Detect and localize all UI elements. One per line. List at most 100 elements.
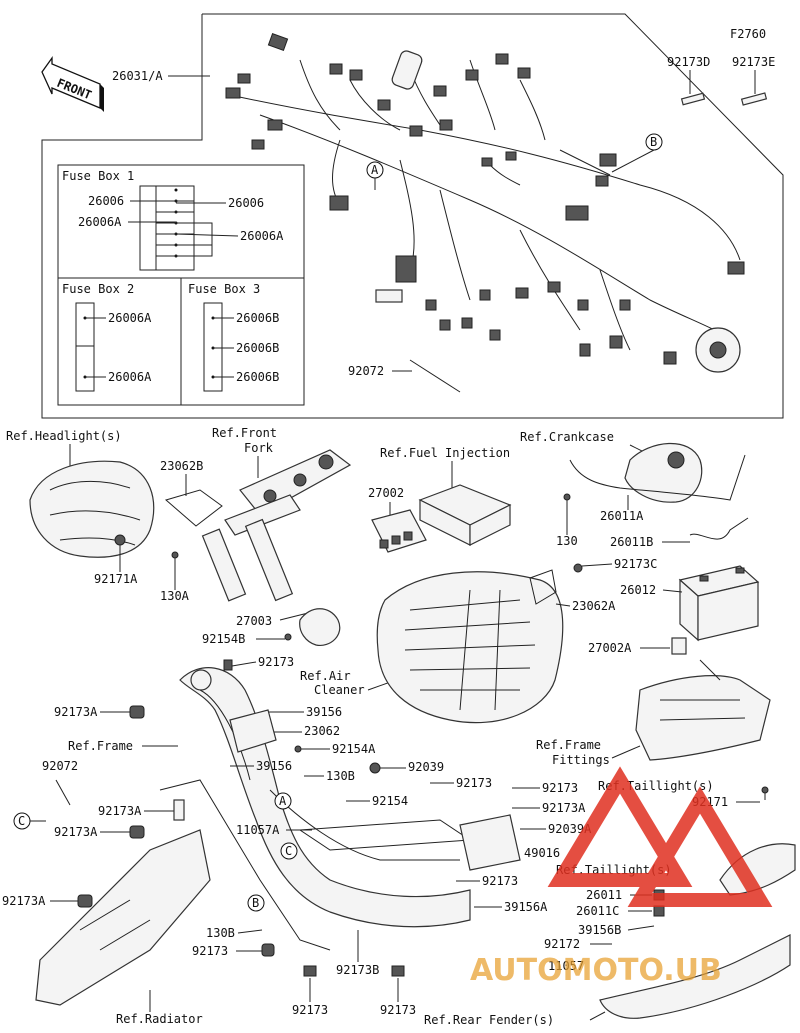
ref-crankcase: Ref.Crankcase (520, 430, 614, 444)
fuse-box-3-title: Fuse Box 3 (188, 282, 260, 296)
ref-frame-fittings-2: Fittings (552, 753, 610, 767)
diagram-code: F2760 (730, 27, 766, 41)
callout-27002: 27002 (368, 486, 404, 500)
callout-92173-g: 92173 (380, 1003, 416, 1017)
battery-26012 (678, 565, 760, 642)
band-92173e (740, 92, 768, 106)
fuse-box-1-block (139, 185, 195, 271)
callout-130b: 130B (326, 769, 355, 783)
svg-text:B: B (252, 896, 259, 910)
clip-92173c (573, 563, 583, 573)
callout-92173a-5: 92173A (2, 894, 46, 908)
clamp-92173a-3 (173, 799, 185, 821)
callout-26011c: 26011C (576, 904, 619, 918)
ecu-box (418, 484, 512, 546)
cable-26011b (689, 517, 749, 540)
ref-air-cleaner-2: Cleaner (314, 683, 365, 697)
crankcase-part (624, 442, 703, 503)
fuse-box-1-label-2: 26006A (78, 215, 122, 229)
air-cleaner-housing (376, 571, 564, 724)
ref-radiator: Ref.Radiator (116, 1012, 203, 1026)
callout-92171a: 92171A (94, 572, 138, 586)
svg-text:AUTOMOTO.UB: AUTOMOTO.UB (470, 953, 722, 988)
marker-c-left: C (13, 812, 46, 830)
grommet-92171a (114, 534, 126, 546)
fuse-box-1-label-1: 26006 (88, 194, 124, 208)
callout-39156a: 39156A (504, 900, 548, 914)
callout-39156-2: 39156 (256, 759, 292, 773)
callout-11057a: 11057A (236, 823, 280, 837)
bracket-23062 (229, 709, 277, 753)
clamp-92173a-1 (129, 705, 145, 719)
ref-fuel-injection: Ref.Fuel Injection (380, 446, 510, 460)
bolt-92154b (284, 633, 292, 641)
callout-49016: 49016 (524, 846, 560, 860)
band-92173d (680, 92, 706, 106)
front-fork-assembly (201, 449, 352, 602)
callout-92173b: 92173B (336, 963, 379, 977)
tie-92072-top (409, 359, 461, 393)
fuse-box-2-label-1: 26006A (108, 311, 152, 325)
fuse-26011c (653, 905, 665, 917)
callout-39156-1: 39156 (306, 705, 342, 719)
ref-air-cleaner-1: Ref.Air (300, 669, 351, 683)
ref-frame-fittings-1: Ref.Frame (536, 738, 601, 752)
clamp-92173-e (261, 943, 275, 957)
callout-39156b: 39156B (578, 923, 621, 937)
svg-text:A: A (371, 163, 379, 177)
svg-text:A: A (279, 794, 287, 808)
callout-27002a: 27002A (588, 641, 632, 655)
callout-26011a: 26011A (600, 509, 644, 523)
marker-a-bottom: A (274, 792, 292, 810)
callout-92173-b: 92173 (456, 776, 492, 790)
marker-a-top: A (366, 161, 384, 190)
ref-frame: Ref.Frame (68, 739, 133, 753)
ref-rear-fender: Ref.Rear Fender(s) (424, 1013, 554, 1027)
fuse-box-1-title: Fuse Box 1 (62, 169, 134, 183)
fuse-box-1-label-4: 26006A (240, 229, 284, 243)
front-arrow-icon: FRONT (41, 55, 104, 112)
bracket-23062a (529, 569, 557, 605)
bolt-130a (171, 551, 179, 559)
callout-26011b: 26011B (610, 535, 653, 549)
marker-b-bottom: B (247, 894, 265, 912)
ref-headlight: Ref.Headlight(s) (6, 429, 122, 443)
fuse-box-1-label-3: 26006 (228, 196, 264, 210)
callout-26012: 26012 (620, 583, 656, 597)
callout-130: 130 (556, 534, 578, 548)
bolt-130 (563, 493, 571, 501)
clamp-92173a-4 (129, 825, 145, 839)
connector-27002 (371, 509, 427, 553)
bracket-23062b (164, 489, 223, 527)
callout-23062: 23062 (304, 724, 340, 738)
clamp-92173a-5 (77, 894, 93, 908)
callout-92173a-1: 92173A (54, 705, 98, 719)
radiator-cover (35, 829, 211, 1006)
fuse-box-2-title: Fuse Box 2 (62, 282, 134, 296)
bolt-92154a (294, 745, 302, 753)
horn-27003 (299, 608, 341, 647)
svg-text:B: B (650, 135, 657, 149)
watermark-logo: AUTOMOTO.UB (470, 766, 773, 988)
callout-92154b: 92154B (202, 632, 245, 646)
callout-26011: 26011 (586, 888, 622, 902)
callout-23062a: 23062A (572, 599, 616, 613)
cover-49016 (459, 814, 521, 871)
tie-92072 (55, 779, 71, 806)
fuse-box-2-block (75, 302, 95, 392)
cable-26011a (569, 454, 746, 501)
rear-fender (599, 934, 791, 1019)
callout-92173c: 92173C (614, 557, 657, 571)
frame-fittings (635, 659, 771, 761)
callout-92173-e: 92173 (192, 944, 228, 958)
harness-panel-border (41, 13, 784, 419)
headlight-assembly (29, 460, 155, 558)
callout-11057: 11057 (548, 959, 584, 973)
callout-92173-c: 92173 (542, 781, 578, 795)
svg-text:C: C (285, 844, 292, 858)
fuse-box-2-label-2: 26006A (108, 370, 152, 384)
callout-92173-f: 92173 (292, 1003, 328, 1017)
marker-b-top: B (611, 133, 663, 173)
callout-92072: 92072 (42, 759, 78, 773)
